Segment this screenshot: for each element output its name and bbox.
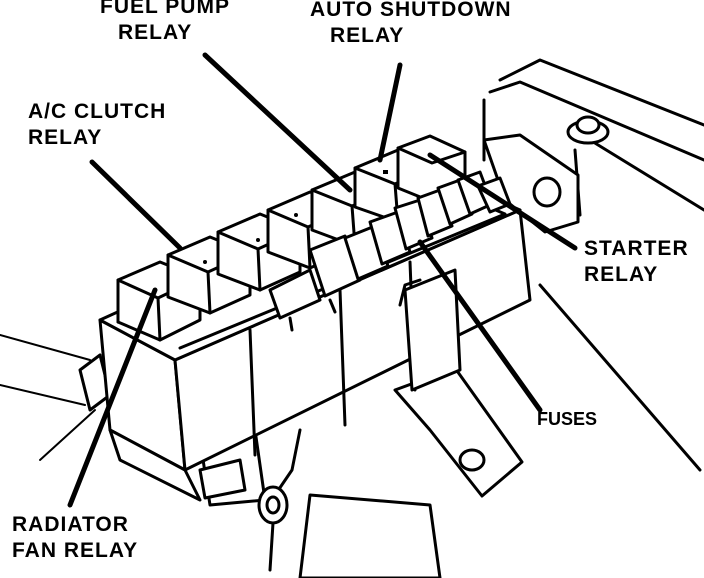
callout-ac-clutch-relay-line2: RELAY	[28, 126, 103, 149]
callout-radiator-fan-relay: RADIATOR FAN RELAY	[12, 512, 138, 564]
leader-ac-clutch	[89, 159, 183, 251]
callout-fuses-line1: FUSES	[537, 409, 598, 429]
callout-ac-clutch-relay-line1: A/C CLUTCH	[28, 100, 167, 123]
leader-fuel-pump	[202, 52, 353, 193]
callout-starter-relay-line2: RELAY	[584, 263, 659, 286]
leader-auto-shutdown	[377, 62, 403, 163]
wire-harness	[198, 428, 442, 578]
leader-radiator-fan	[67, 287, 158, 508]
callout-fuses: FUSES	[537, 406, 597, 432]
callout-fuel-pump-relay-line2: RELAY	[118, 21, 193, 44]
callout-ac-clutch-relay: A/C CLUTCH RELAY	[28, 99, 166, 151]
callout-auto-shutdown-relay-line2: RELAY	[330, 24, 405, 47]
callout-fuel-pump-relay-line1: FUEL PUMP	[100, 0, 230, 18]
mounting-bolt	[566, 115, 610, 145]
ground-eyelet	[257, 428, 302, 572]
callout-auto-shutdown-relay: AUTO SHUTDOWN RELAY	[310, 0, 512, 49]
fuse-row	[268, 170, 512, 332]
callout-auto-shutdown-relay-line1: AUTO SHUTDOWN	[310, 0, 512, 21]
left-wires	[0, 334, 112, 461]
callout-radiator-fan-relay-line2: FAN RELAY	[12, 539, 139, 562]
callout-fuel-pump-relay: FUEL PUMP RELAY	[100, 0, 230, 46]
leader-fuses	[417, 239, 543, 413]
leader-starter	[427, 152, 578, 251]
leader-lines	[67, 52, 578, 508]
callout-starter-relay-line1: STARTER	[584, 237, 689, 260]
callout-starter-relay: STARTER RELAY	[584, 236, 689, 288]
callout-radiator-fan-relay-line1: RADIATOR	[12, 513, 129, 536]
